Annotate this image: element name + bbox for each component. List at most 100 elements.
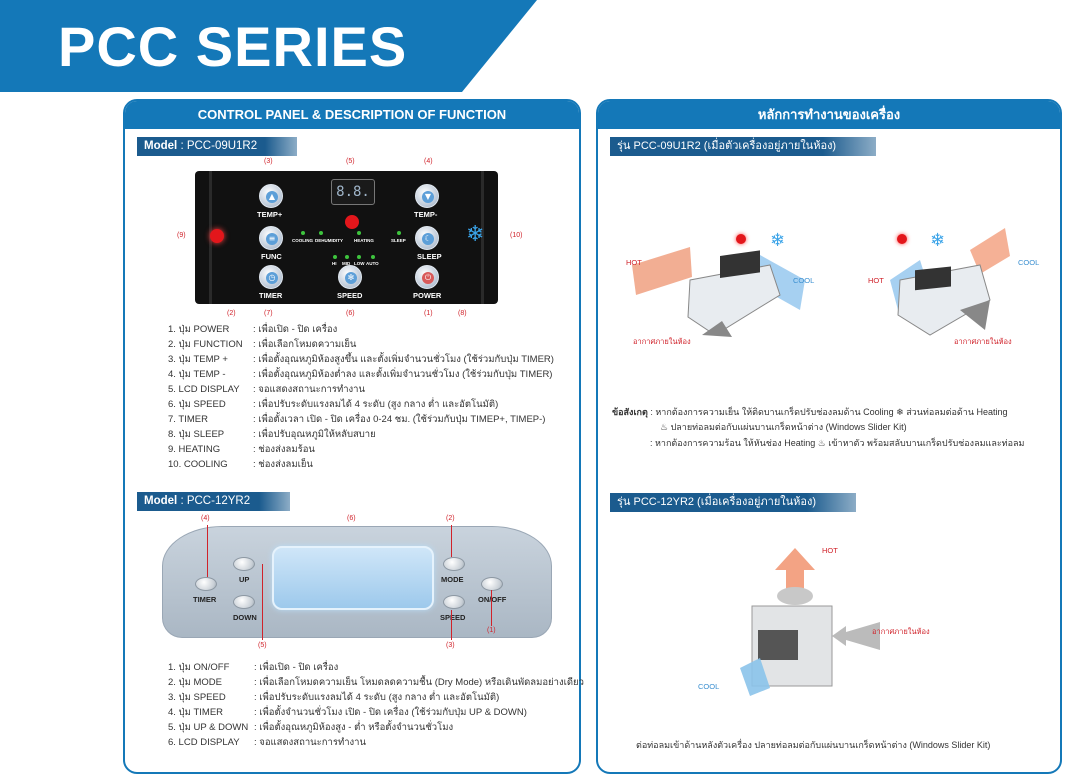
indoor-air-label: อากาศภายในห้อง	[954, 337, 1012, 346]
timer-label: TIMER	[259, 291, 283, 300]
down-label: DOWN	[233, 613, 257, 622]
callout-line	[207, 525, 208, 577]
mode-dehumidity-label: DEHUMIDITY	[315, 238, 343, 243]
mode-label: MODE	[441, 575, 464, 584]
list-item: 5. ปุ่ม UP & DOWN: เพื่อตั้งอุณหภูมิห้อง…	[168, 722, 454, 733]
power-button[interactable]: ⏻	[415, 265, 439, 289]
timer-button[interactable]	[195, 577, 217, 591]
clock-icon: ◷	[266, 272, 278, 284]
callout-label: (4)	[424, 158, 433, 165]
note-title: ข้อสังเกตุ	[612, 407, 648, 417]
fan-auto-label: AUTO	[366, 261, 379, 266]
note-text: ♨ ปลายท่อลมต่อกับแผ่นบานเกร็ดหน้าต่าง (W…	[660, 422, 907, 432]
callout-label: (2)	[227, 310, 236, 317]
header-banner	[0, 0, 537, 92]
list-item: 1. ปุ่ม ON/OFF: เพื่อเปิด - ปิด เครื่อง	[168, 662, 339, 673]
speed-label: SPEED	[337, 291, 363, 300]
snowflake-icon: ❄	[770, 230, 786, 251]
callout-line	[451, 525, 452, 557]
callout-label: (9)	[177, 232, 186, 239]
page-title: PCC SERIES	[58, 15, 408, 78]
fan-icon: ✻	[345, 272, 357, 284]
speed-button[interactable]: ✻	[338, 265, 362, 289]
list-item: 8. ปุ่ม SLEEP: เพื่อปรับอุณหภูมิให้หลับส…	[168, 429, 376, 440]
indoor-air-arrow	[832, 622, 880, 650]
callout-label: (10)	[510, 232, 523, 239]
note-text: ข้อสังเกตุ : หากต้องการความเย็น ให้ติดบา…	[612, 407, 1008, 417]
heating-icon	[210, 229, 224, 243]
section-heading: CONTROL PANEL & DESCRIPTION OF FUNCTION	[125, 101, 579, 129]
mode-button[interactable]	[443, 557, 465, 571]
hot-label: HOT	[626, 258, 642, 267]
fan-hi-label: HI	[332, 261, 337, 266]
indicator-light	[371, 255, 375, 259]
temp-plus-button[interactable]: ▲	[259, 184, 283, 208]
menu-icon: ≡	[266, 233, 278, 245]
hot-label: HOT	[868, 276, 884, 285]
down-button[interactable]	[233, 595, 255, 609]
heat-sun-icon	[736, 234, 746, 244]
callout-line	[491, 590, 492, 626]
model-tab-pcc-12yr2: รุ่น PCC-12YR2 (เมื่อเครื่องอยู่ภายในห้อ…	[610, 493, 857, 512]
up-button[interactable]	[233, 557, 255, 571]
up-label: UP	[239, 575, 250, 584]
indicator-light	[345, 255, 349, 259]
func-label: FUNC	[261, 252, 282, 261]
timer-button[interactable]: ◷	[259, 265, 283, 289]
list-item: 4. ปุ่ม TEMP -: เพื่อตั้งอุณหภูมิห้องต่ำ…	[168, 369, 553, 380]
arrow-down-icon: ▼	[422, 191, 434, 203]
func-button[interactable]: ≡	[259, 226, 283, 250]
function-list-12yr2: 1. ปุ่ม ON/OFF: เพื่อเปิด - ปิด เครื่อง …	[168, 660, 584, 750]
unit-illustration-1	[632, 247, 805, 337]
mode-heating-label: HEATING	[354, 238, 374, 243]
indicator-light	[319, 231, 323, 235]
indoor-air-label: อากาศภายในห้อง	[633, 337, 691, 346]
timer-label: TIMER	[193, 595, 217, 604]
power-label: POWER	[413, 291, 442, 300]
callout-label: (3)	[446, 642, 455, 649]
callout-line	[262, 564, 263, 640]
indicator-light	[357, 255, 361, 259]
moon-icon: ☾	[422, 233, 434, 245]
callout-label: (2)	[446, 515, 455, 522]
control-panel-12yr2: TIMER UP DOWN MODE SPEED ON/OFF	[162, 526, 552, 638]
callout-label: (4)	[201, 515, 210, 522]
callout-label: (1)	[424, 310, 433, 317]
callout-label: (3)	[264, 158, 273, 165]
sleep-label: SLEEP	[417, 252, 442, 261]
caption-text: ต่อท่อลมเข้าด้านหลังตัวเครื่อง ปลายท่อลม…	[636, 740, 991, 750]
indicator-light	[333, 255, 337, 259]
unit-illustration-2	[890, 228, 1010, 336]
fan-mid-label: MID	[342, 261, 351, 266]
list-item: 3. ปุ่ม TEMP +: เพื่อตั้งอุณหภูมิห้องสูง…	[168, 354, 554, 365]
temp-minus-label: TEMP-	[414, 210, 438, 219]
list-item: 5. LCD DISPLAY: จอแสดงสถานะการทำงาน	[168, 384, 366, 395]
callout-label: (5)	[258, 642, 267, 649]
indicator-light	[301, 231, 305, 235]
snowflake-icon: ❄	[930, 230, 946, 251]
callout-label: (7)	[264, 310, 273, 317]
list-item: 6. LCD DISPLAY: จอแสดงสถานะการทำงาน	[168, 737, 367, 748]
panel-divider	[481, 171, 484, 304]
lcd-display	[272, 546, 434, 610]
temp-minus-button[interactable]: ▼	[415, 184, 439, 208]
on-off-button[interactable]	[481, 577, 503, 591]
snowflake-icon: ❄	[466, 222, 485, 247]
list-item: 7. TIMER: เพื่อตั้งเวลา เปิด - ปิด เครื่…	[168, 414, 546, 425]
speed-button[interactable]	[443, 595, 465, 609]
list-item: 2. ปุ่ม MODE: เพื่อเลือกโหมดความเย็น โหม…	[168, 677, 584, 688]
list-item: 4. ปุ่ม TIMER: เพื่อตั้งจำนวนชั่วโมง เปิ…	[168, 707, 527, 718]
list-item: 6. ปุ่ม SPEED: เพื่อปรับระดับแรงลมได้ 4 …	[168, 399, 499, 410]
list-item: 10. COOLING: ช่องส่งลมเย็น	[168, 459, 313, 470]
cool-label: COOL	[698, 682, 720, 691]
cool-label: COOL	[1018, 258, 1040, 267]
heat-sun-icon	[897, 234, 907, 244]
callout-label: (1)	[487, 627, 496, 634]
power-icon: ⏻	[422, 272, 434, 284]
list-item: 9. HEATING: ช่องส่งลมร้อน	[168, 444, 315, 455]
sleep-button[interactable]: ☾	[415, 226, 439, 250]
callout-label: (6)	[346, 310, 355, 317]
callout-label: (6)	[347, 515, 356, 522]
lcd-display: 8.8.	[331, 179, 375, 205]
control-panel-09u1r2: 8.8. ▲ TEMP+ ▼ TEMP- ≡ FUNC ☾ SLEEP ◷ TI…	[195, 171, 498, 304]
